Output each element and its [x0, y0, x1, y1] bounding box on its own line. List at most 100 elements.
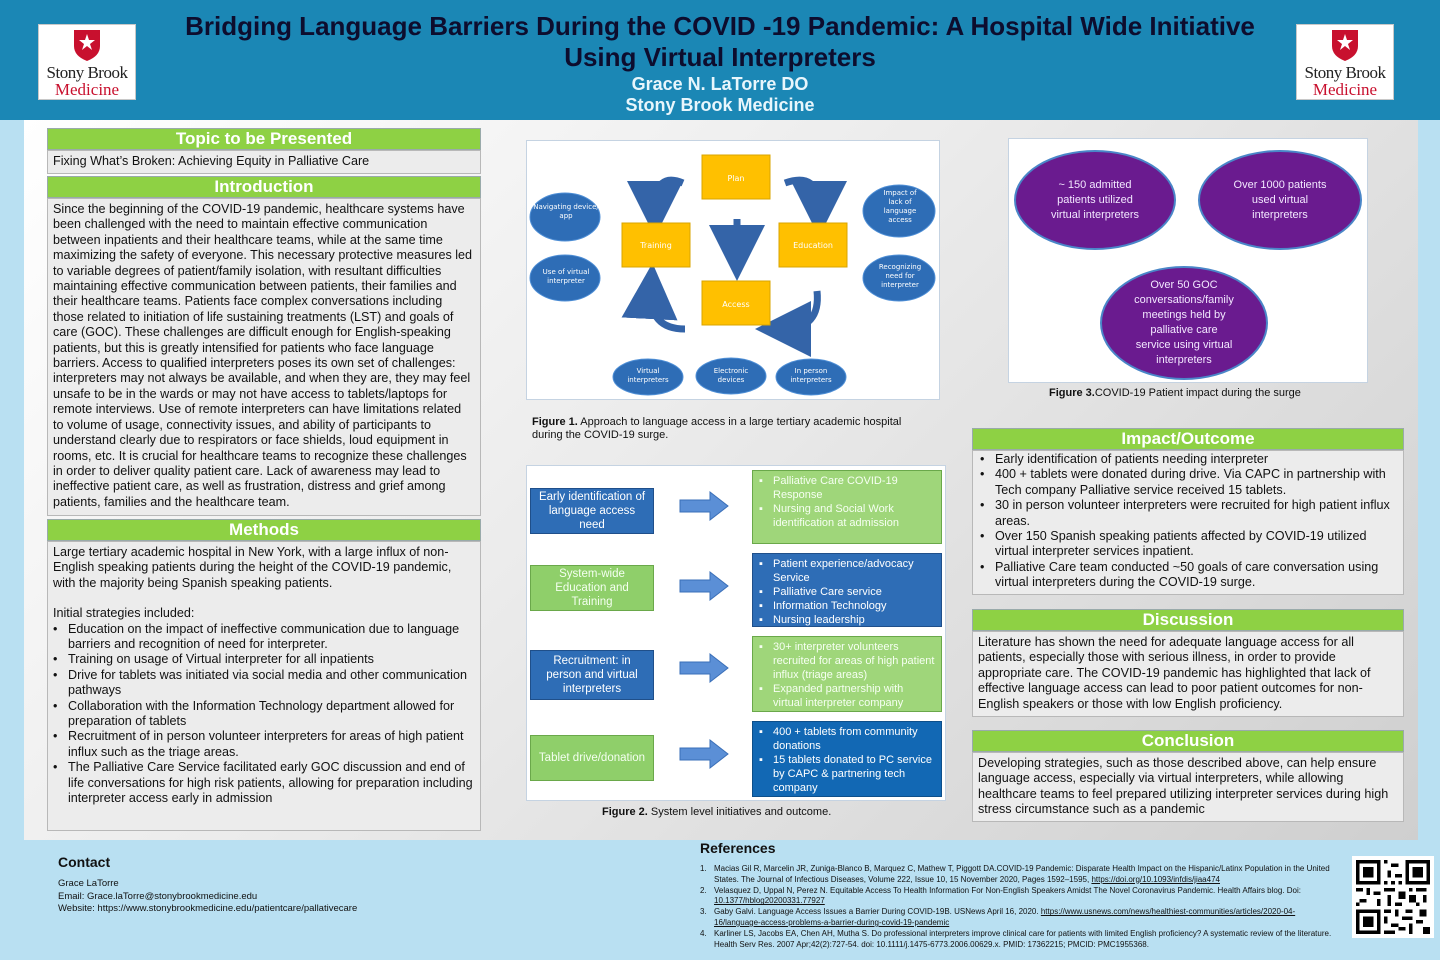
caption-text: Approach to language access in a large t…	[532, 416, 902, 441]
flow-left-early-identification: Early identification of language access …	[530, 488, 654, 534]
oval-label: Use of virtual interpreter	[542, 268, 590, 285]
caption-text: COVID-19 Patient impact during the surge	[1094, 387, 1301, 399]
right-arrow-icon	[679, 652, 729, 684]
oval-label: Electronic devices	[713, 367, 749, 384]
cycle-arrow	[627, 176, 685, 237]
logo-line1: Stony Brook	[1304, 63, 1386, 82]
list-item: Drive for tablets was initiated via soci…	[53, 668, 475, 699]
shield-icon	[74, 30, 100, 61]
oval-label: Navigating device/ app	[533, 203, 599, 220]
contact-website[interactable]: Website: https://www.stonybrookmedicine.…	[58, 903, 358, 914]
impact-oval-goc: Over 50 GOC conversations/family meeting…	[1100, 266, 1268, 380]
list-item: 400 + tablets were donated during drive.…	[980, 467, 1396, 498]
flow-right-palliative-response: Palliative Care COVID-19 Response Nursin…	[752, 470, 942, 544]
list-item: Early identification of patients needing…	[980, 452, 1396, 468]
list-item: 30+ interpreter volunteers recruited for…	[759, 640, 935, 682]
list-item: Information Technology	[759, 599, 935, 613]
methods-heading: Methods	[47, 519, 481, 541]
cycle-box-education	[778, 222, 848, 268]
cycle-box-plan	[701, 154, 771, 200]
reference-item: 2. Velasquez D, Uppal N, Perez N. Equita…	[700, 885, 1301, 906]
stony-brook-logo-right: Stony Brook Medicine	[1296, 24, 1394, 100]
flow-left-recruitment: Recruitment: in person and virtual inter…	[530, 650, 654, 700]
discussion-heading: Discussion	[972, 609, 1404, 631]
figure1-box: Plan Training Education Access Navigatin…	[526, 140, 940, 400]
poster-header: Stony Brook Medicine Bridging Language B…	[0, 0, 1440, 120]
figure1-caption: Figure 1. Approach to language access in…	[532, 416, 932, 442]
right-arrow-icon	[679, 570, 729, 602]
discussion-body: Literature has shown the need for adequa…	[972, 631, 1404, 717]
caption-label: Figure 2.	[602, 806, 648, 818]
qr-code-icon	[1356, 860, 1430, 934]
poster-title: Bridging Language Barriers During the CO…	[185, 11, 1255, 72]
contact-email[interactable]: Email: Grace.laTorre@stonybrookmedicine.…	[58, 890, 258, 902]
caption-text: System level initiatives and outcome.	[647, 806, 832, 818]
figure3-caption: Figure 3.COVID-19 Patient impact during …	[1049, 387, 1349, 400]
figure2-caption: Figure 2. System level initiatives and o…	[602, 806, 932, 819]
methods-intro: Large tertiary academic hospital in New …	[53, 545, 452, 590]
shield-icon	[1332, 30, 1358, 61]
list-item: Collaboration with the Information Techn…	[53, 699, 475, 730]
cycle-label: Access	[722, 300, 749, 309]
list-item: Recruitment of in person volunteer inter…	[53, 729, 475, 760]
list-item: Palliative Care service	[759, 585, 935, 599]
logo-line1: Stony Brook	[46, 63, 128, 82]
references-heading: References	[700, 840, 776, 856]
list-item: Palliative Care COVID-19 Response	[759, 474, 935, 502]
right-arrow-icon	[679, 490, 729, 522]
introduction-body: Since the beginning of the COVID-19 pand…	[47, 198, 481, 516]
reference-link[interactable]: 10.1377/hblog20200331.77927	[714, 896, 825, 906]
conclusion-text: Developing strategies, such as those des…	[978, 756, 1389, 817]
cycle-box-access	[701, 280, 771, 326]
poster-author: Grace N. LaTorre DO Stony Brook Medicine	[160, 74, 1280, 116]
list-item: The Palliative Care Service facilitated …	[53, 760, 475, 806]
references-list: 1. Macias Gil R, Marcelin JR, Zuniga-Bla…	[700, 864, 1340, 951]
methods-strategies-label: Initial strategies included:	[53, 606, 195, 621]
impact-oval-patients: Over 1000 patients used virtual interpre…	[1198, 150, 1362, 250]
discussion-text: Literature has shown the need for adequa…	[978, 635, 1371, 711]
reference-link[interactable]: https://www.usnews.com/news/healthiest-c…	[714, 907, 1296, 927]
cycle-label: Training	[639, 241, 672, 250]
methods-list: Education on the impact of ineffective c…	[53, 622, 475, 807]
oval-label: Virtual interpreters	[627, 367, 669, 384]
oval-impact	[862, 184, 936, 238]
reference-link[interactable]: https://doi.org/10.1093/infdis/jiaa474	[1091, 874, 1220, 884]
cycle-arrow	[621, 263, 686, 333]
flow-right-tablets: 400 + tablets from community donations 1…	[752, 721, 942, 797]
topic-text: Fixing What’s Broken: Achieving Equity i…	[53, 154, 370, 168]
conclusion-heading: Conclusion	[972, 730, 1404, 752]
oval-electronic-devices	[695, 357, 767, 395]
cycle-arrow	[755, 290, 821, 357]
impact-heading: Impact/Outcome	[972, 428, 1404, 450]
right-arrow-icon	[679, 738, 729, 770]
list-item: Palliative Care team conducted ~50 goals…	[980, 560, 1396, 591]
oval-in-person	[775, 358, 847, 396]
oval-label: In person interpreters	[790, 367, 832, 384]
list-item: Expanded partnership with virtual interp…	[759, 682, 935, 710]
flow-left-education: System-wide Education and Training	[530, 565, 654, 611]
oval-label: Impact of lack of language access	[883, 189, 917, 224]
reference-item: 1. Macias Gil R, Marcelin JR, Zuniga-Bla…	[700, 864, 1330, 884]
oval-navigating	[529, 192, 601, 242]
list-item: Patient experience/advocacy Service	[759, 557, 935, 585]
cycle-label: Plan	[727, 174, 744, 183]
flow-left-tablet-drive: Tablet drive/donation	[530, 735, 654, 781]
impact-oval-admitted: ~ 150 admitted patients utilized virtual…	[1014, 150, 1176, 250]
list-item: Nursing and Social Work identification a…	[759, 502, 935, 530]
oval-recognizing	[862, 254, 936, 302]
list-item: 30 in person volunteer interpreters were…	[980, 498, 1396, 529]
cycle-label: Education	[793, 241, 833, 250]
qr-code[interactable]	[1352, 856, 1434, 938]
topic-body: Fixing What’s Broken: Achieving Equity i…	[47, 150, 481, 174]
introduction-text: Since the beginning of the COVID-19 pand…	[53, 202, 473, 509]
list-item: Education on the impact of ineffective c…	[53, 622, 475, 653]
cycle-box-training	[621, 222, 691, 268]
logo-line2: Medicine	[1312, 80, 1378, 99]
methods-body: Large tertiary academic hospital in New …	[47, 541, 481, 831]
flow-right-services: Patient experience/advocacy Service Pall…	[752, 553, 942, 627]
list-item: Nursing leadership	[759, 613, 935, 627]
flow-right-volunteers: 30+ interpreter volunteers recruited for…	[752, 636, 942, 712]
flow-arrows	[679, 490, 729, 770]
list-item: Over 150 Spanish speaking patients affec…	[980, 529, 1396, 560]
list-item: Training on usage of Virtual interpreter…	[53, 652, 475, 668]
